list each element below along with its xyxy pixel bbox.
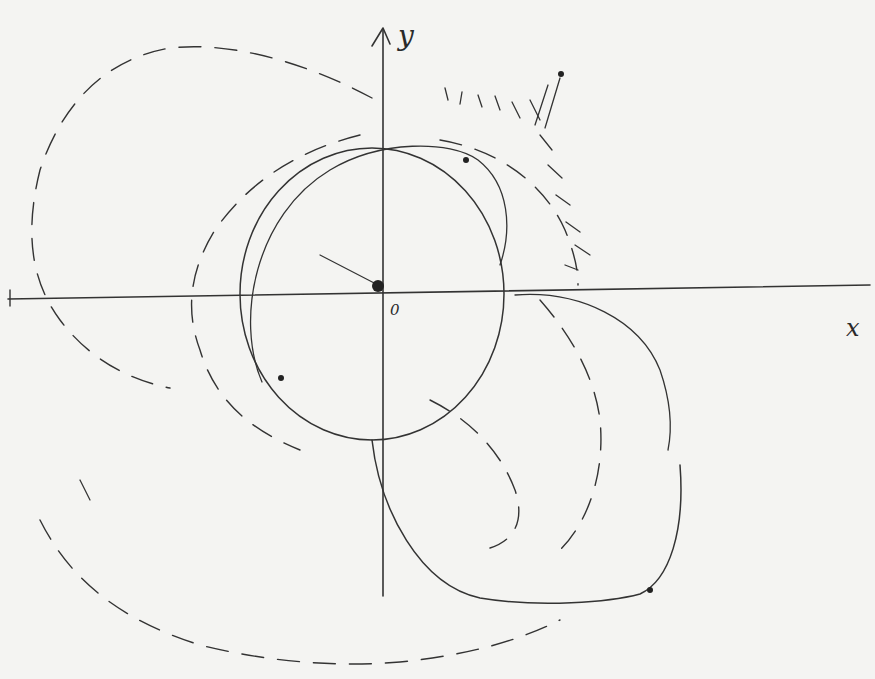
dashed-upper-left-lobe xyxy=(32,47,372,388)
point-dot xyxy=(647,587,653,593)
right-lobe-arc xyxy=(515,294,670,450)
point-dot xyxy=(558,71,564,77)
point-dot xyxy=(463,157,469,163)
dashed-inner-left xyxy=(192,135,360,450)
y-axis xyxy=(382,30,384,596)
y-axis-arrow xyxy=(372,28,390,46)
axis-label: y xyxy=(398,22,414,50)
dashed-right-arc xyxy=(540,300,601,550)
origin-label: 0 xyxy=(390,303,400,318)
hatch-marks xyxy=(445,78,590,270)
axis-label: x xyxy=(846,316,860,340)
x-axis xyxy=(8,285,870,299)
dashed-lower-left xyxy=(40,520,560,664)
radius-line xyxy=(320,255,378,285)
lower-right-lobe xyxy=(372,440,681,603)
dashed-upper-right xyxy=(440,140,578,285)
inner-arc xyxy=(251,146,507,382)
central-circle xyxy=(240,148,504,440)
lower-left-tick xyxy=(80,480,90,500)
dashed-lower-right xyxy=(430,400,519,548)
origin-dot xyxy=(372,280,384,292)
point-dot xyxy=(278,375,284,381)
x-axis-tick xyxy=(9,290,10,306)
